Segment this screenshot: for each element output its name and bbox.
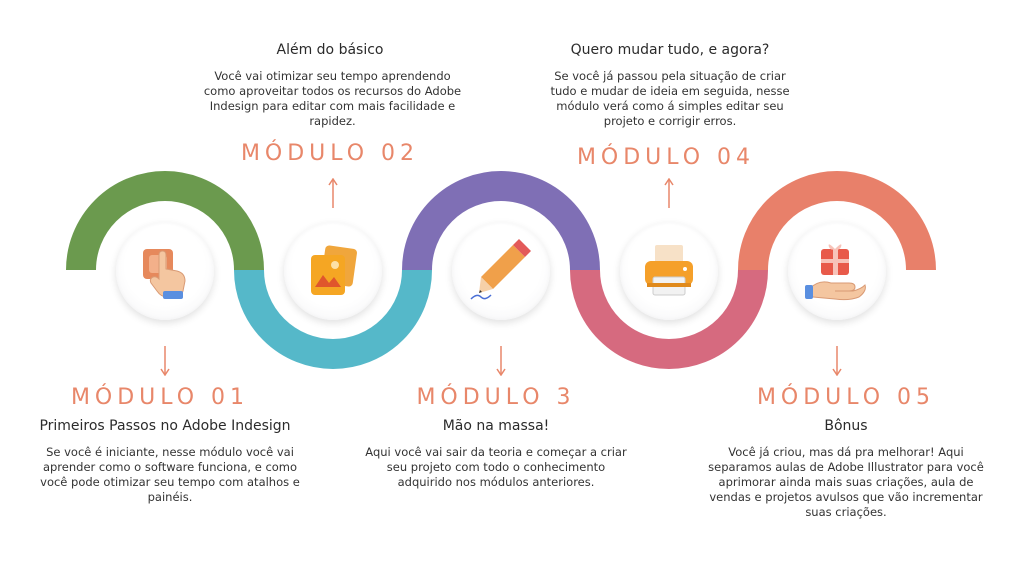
wave-segment-teal bbox=[234, 269, 432, 369]
module-02-title: Além do básico bbox=[276, 42, 384, 58]
module-03-icon-circle bbox=[452, 222, 550, 320]
module-01-icon-circle bbox=[116, 222, 214, 320]
wave-segment-green bbox=[66, 171, 264, 271]
arrow-up-04 bbox=[664, 178, 674, 208]
printer-icon bbox=[645, 245, 693, 296]
module-01-description: Se você é iniciante, nesse módulo você v… bbox=[40, 445, 300, 504]
gift-hand-icon bbox=[805, 244, 866, 301]
module-03-title: Mão na massa! bbox=[442, 418, 550, 434]
module-04-description: Se você já passou pela situação de criar… bbox=[550, 69, 790, 128]
module-02-description: Você vai otimizar seu tempo aprendendo c… bbox=[203, 69, 462, 128]
module-05-title: Bônus bbox=[824, 418, 868, 434]
module-04-icon-circle bbox=[620, 222, 718, 320]
module-01-title: Primeiros Passos no Adobe Indesign bbox=[39, 418, 291, 434]
pointing-hand-button-icon bbox=[143, 249, 186, 299]
arrow-down-03 bbox=[496, 346, 506, 376]
image-files-icon bbox=[311, 245, 357, 295]
wave-segment-purple bbox=[402, 171, 600, 271]
module-05-icon-circle bbox=[788, 222, 886, 320]
module-03-label: MÓDULO 3 bbox=[416, 385, 576, 410]
module-02-icon-circle bbox=[284, 222, 382, 320]
pencil-icon bbox=[470, 239, 531, 300]
module-04-label: MÓDULO 04 bbox=[576, 145, 756, 170]
module-01-label: MÓDULO 01 bbox=[70, 385, 250, 410]
wave-segment-pink bbox=[570, 269, 768, 369]
module-05-label: MÓDULO 05 bbox=[756, 385, 936, 410]
module-05-description: Você já criou, mas dá pra melhorar! Aqui… bbox=[708, 445, 984, 519]
arrow-down-01 bbox=[160, 346, 170, 376]
wave-segment-orange bbox=[738, 171, 936, 271]
arrow-up-02 bbox=[328, 178, 338, 208]
module-04-title: Quero mudar tudo, e agora? bbox=[570, 42, 770, 58]
module-03-description: Aqui você vai sair da teoria e começar a… bbox=[365, 445, 627, 489]
module-02-label: MÓDULO 02 bbox=[240, 141, 420, 166]
arrow-down-05 bbox=[832, 346, 842, 376]
